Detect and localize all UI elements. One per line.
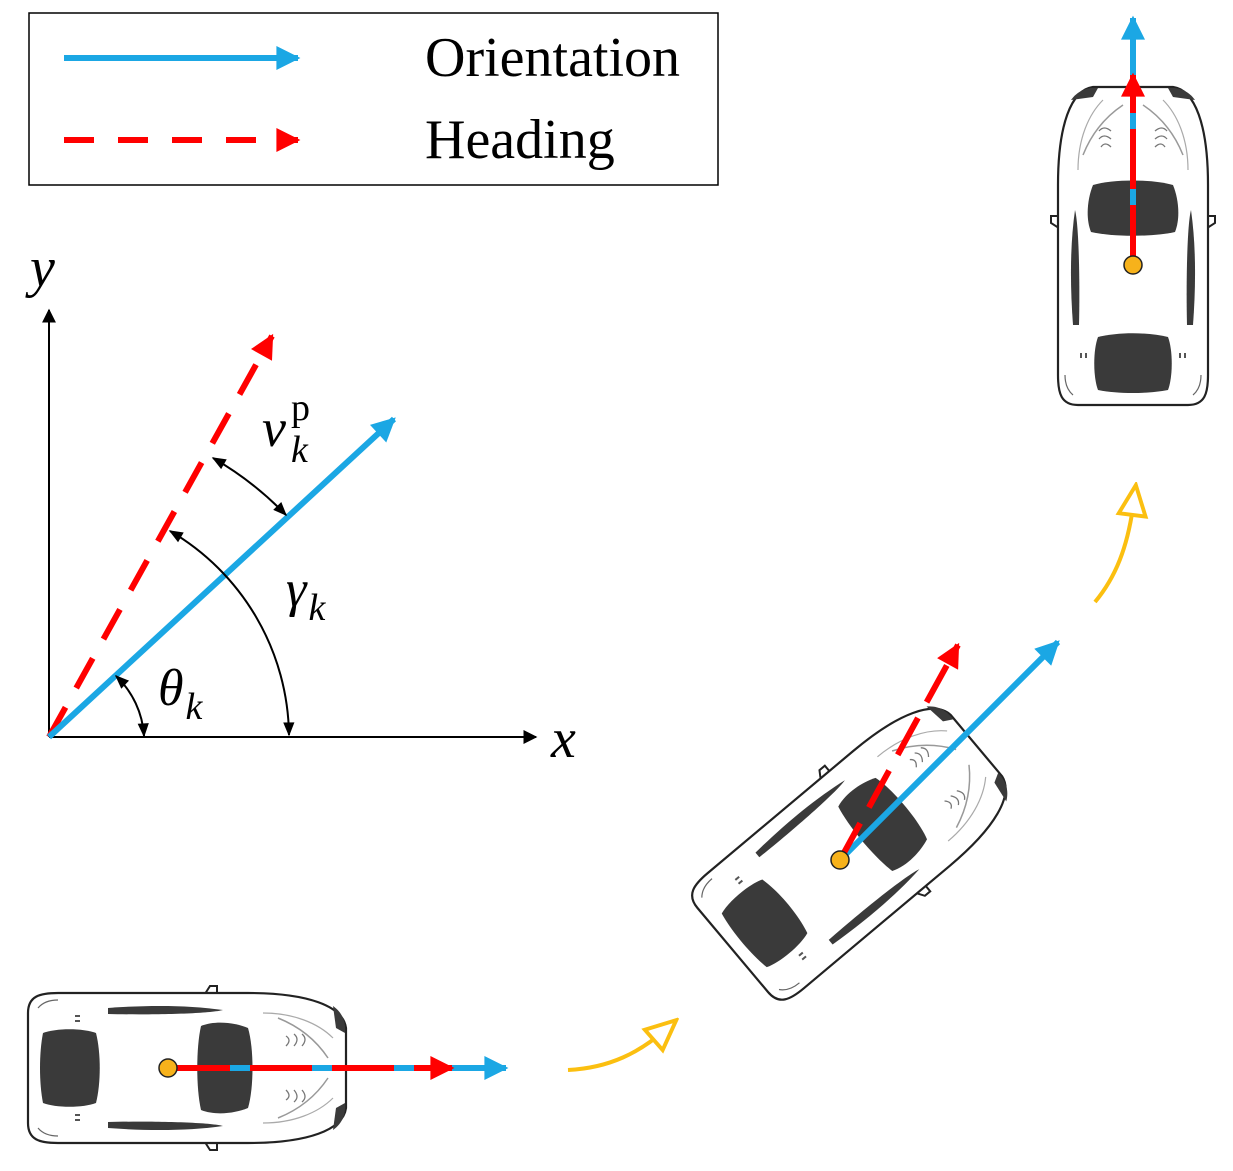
gamma-angle-arc [168, 530, 295, 737]
car-2-center [830, 850, 850, 870]
trajectory [567, 500, 1134, 1072]
heading-vector [46, 333, 275, 739]
car-2 [678, 639, 1061, 1014]
legend-orientation-label: Orientation [425, 27, 680, 89]
theta-label: θk [158, 660, 204, 728]
trajectory-arrow-icon [1093, 500, 1134, 604]
x-axis-label: x [550, 708, 576, 770]
v-superscript: p [291, 387, 310, 429]
coordinate-diagram: y x θk γk v k p [25, 237, 576, 770]
orientation-vector [46, 416, 397, 740]
gamma-label: γk [286, 561, 327, 629]
legend: Orientation Heading [28, 12, 719, 186]
v-angle-arc [211, 457, 287, 517]
car-1-center [158, 1058, 178, 1078]
theta-angle-arc [114, 675, 149, 738]
car-3 [1049, 15, 1217, 407]
v-label: v [262, 398, 286, 458]
car-1 [26, 984, 509, 1152]
car-2-orientation [837, 639, 1061, 863]
y-axis-label: y [25, 237, 55, 299]
legend-box [28, 12, 719, 186]
car-2-heading [837, 642, 961, 862]
car-3-center [1123, 255, 1143, 275]
legend-heading-label: Heading [425, 109, 615, 171]
v-subscript: k [291, 429, 309, 471]
trajectory-arrow-icon [567, 1030, 665, 1072]
